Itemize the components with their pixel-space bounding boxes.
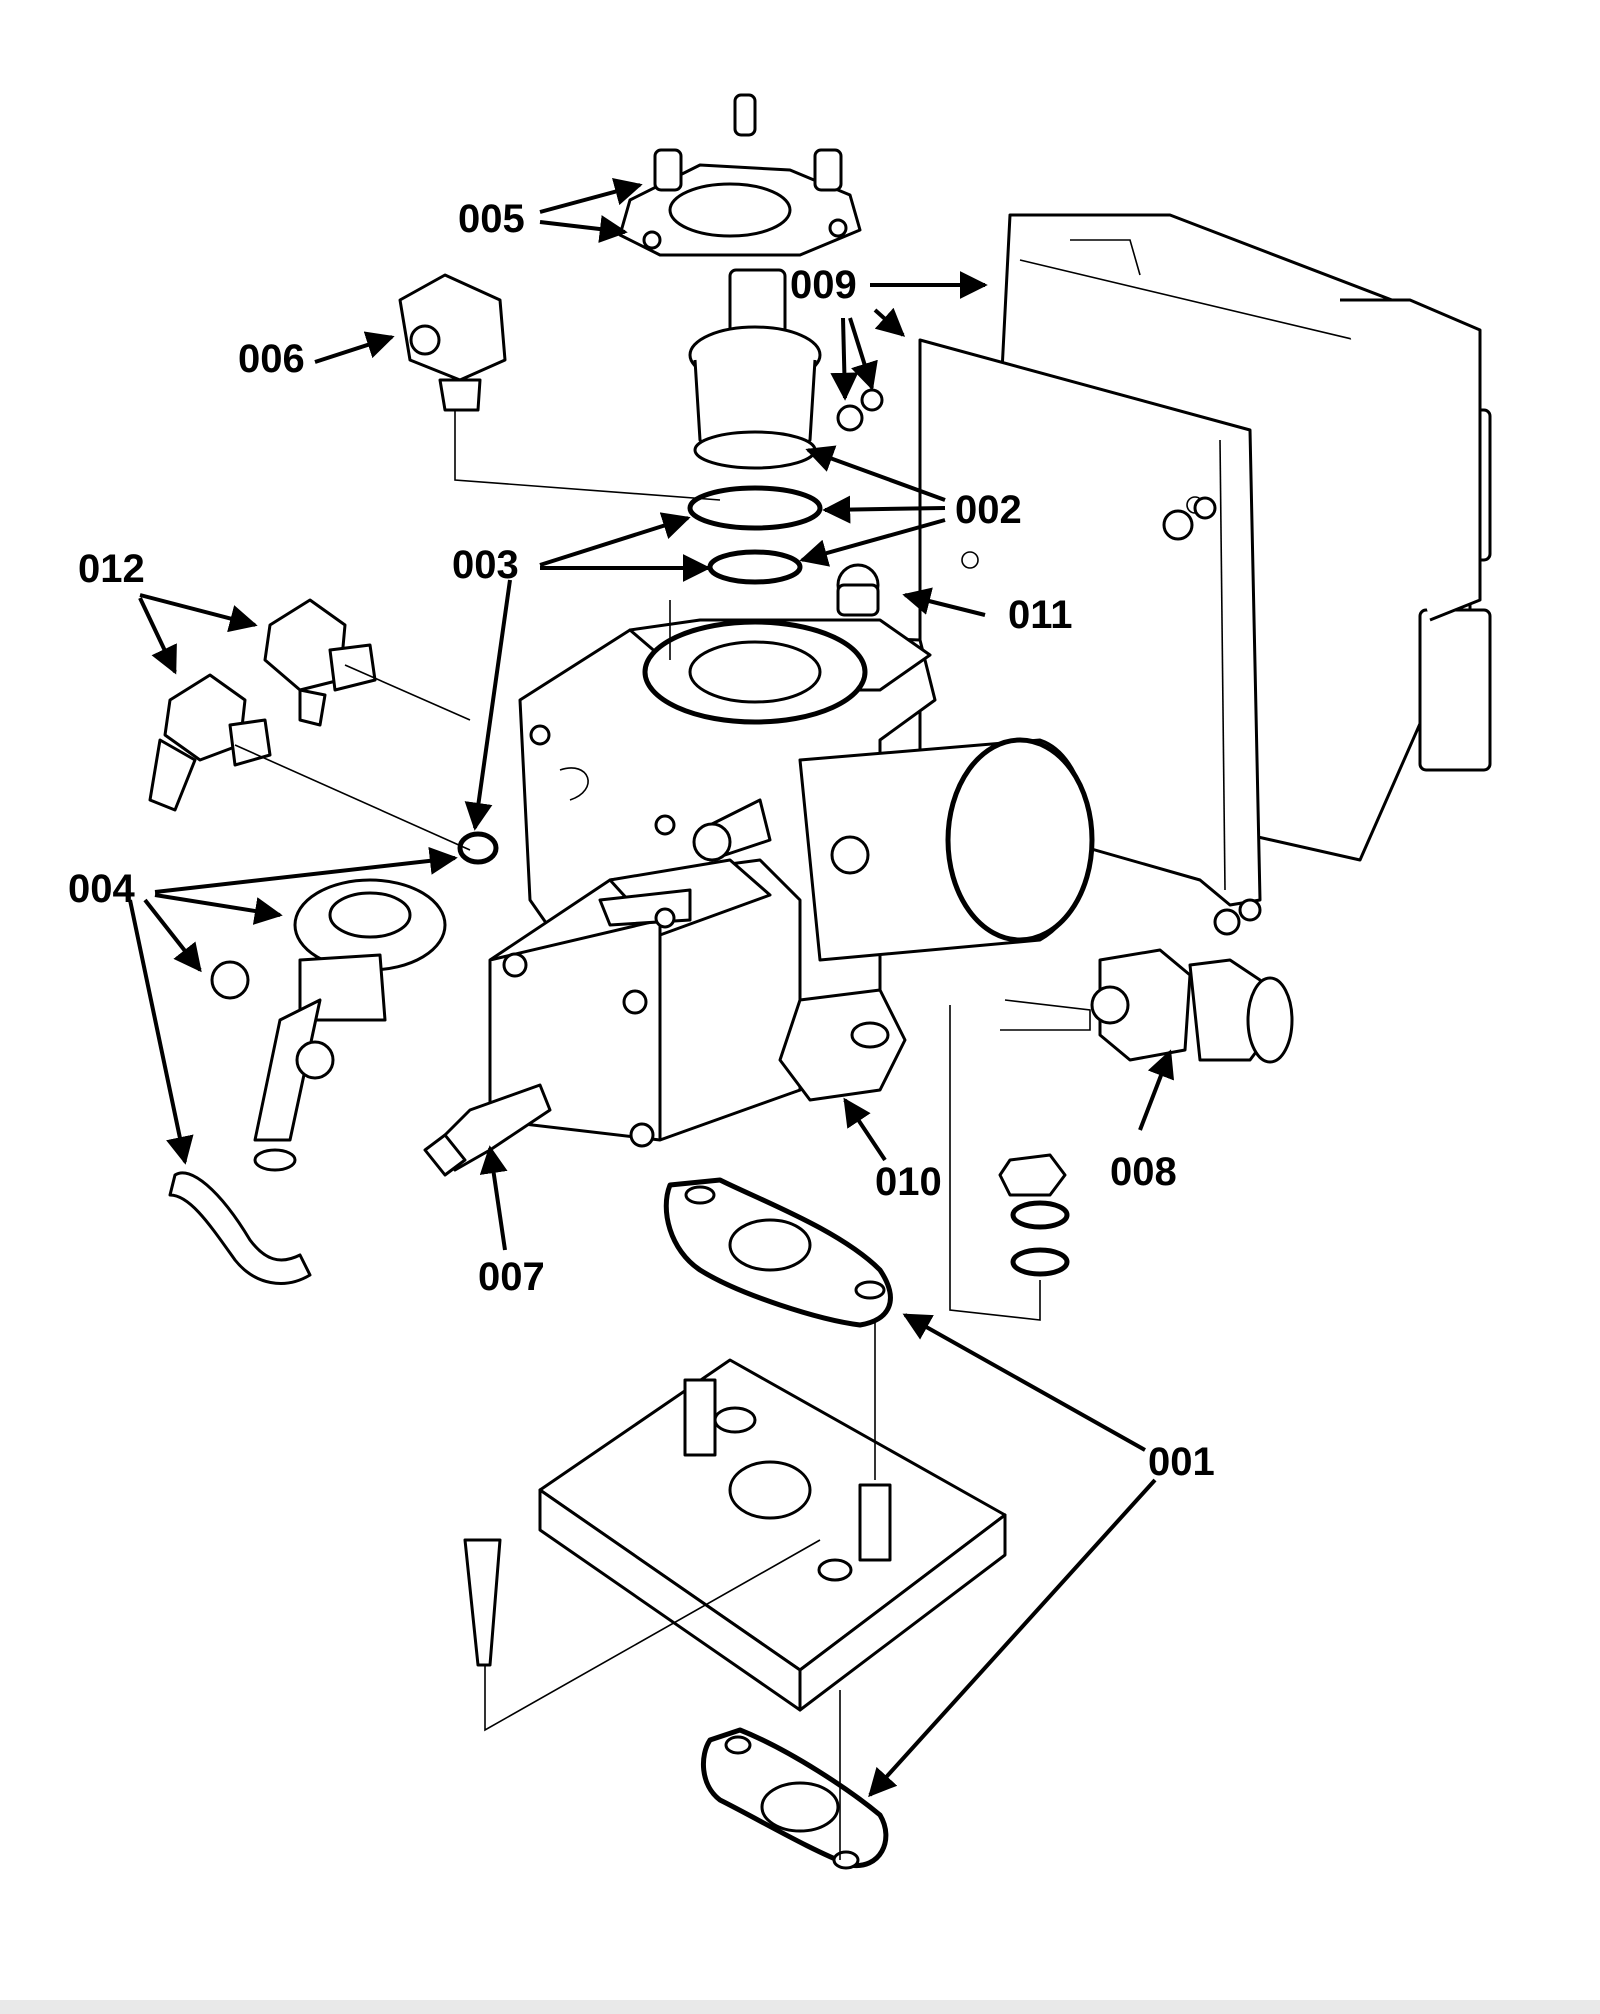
callout-008: 008: [1110, 1150, 1177, 1194]
pressure-regulator: [210, 878, 447, 1172]
o-rings: [457, 485, 823, 865]
callout-010: 010: [875, 1160, 942, 1204]
nut-and-washers: [998, 1153, 1070, 1277]
footer-bar: [0, 2000, 1600, 2014]
position-sensor: [1090, 948, 1294, 1064]
callout-006: 006: [238, 337, 305, 381]
callout-009: 009: [790, 263, 857, 307]
elbow-connector: [398, 273, 507, 412]
actuator-motor: [488, 858, 802, 1148]
upper-gasket: [663, 1177, 893, 1328]
elbow-fittings: [148, 598, 377, 812]
callout-001: 001: [1148, 1440, 1215, 1484]
lower-mounting-lug: [778, 988, 907, 1102]
callout-004: 004: [68, 867, 135, 911]
callout-005: 005: [458, 197, 525, 241]
mounting-studs: [463, 1378, 892, 1667]
callout-007: 007: [478, 1255, 545, 1299]
assembly-lines: [234, 410, 1091, 1860]
coolant-hose: [168, 1171, 312, 1285]
body-fittings: [692, 798, 870, 875]
bracket-screws: [836, 388, 1262, 936]
blanking-plug: [836, 563, 880, 617]
lower-gasket: [700, 1727, 889, 1870]
callout-labels: 005 006 009 002 003 011 012 004 008 010 …: [68, 197, 1215, 1484]
callout-003: 003: [452, 543, 519, 587]
idle-valve: [688, 268, 822, 470]
temperature-sensor: [423, 1083, 552, 1177]
callout-arrows: [128, 178, 1175, 1798]
callout-012: 012: [78, 547, 145, 591]
callout-002: 002: [955, 488, 1022, 532]
top-cover-plate: [618, 93, 862, 257]
spacer-block: [538, 1358, 1007, 1712]
callout-011: 011: [1008, 593, 1073, 637]
